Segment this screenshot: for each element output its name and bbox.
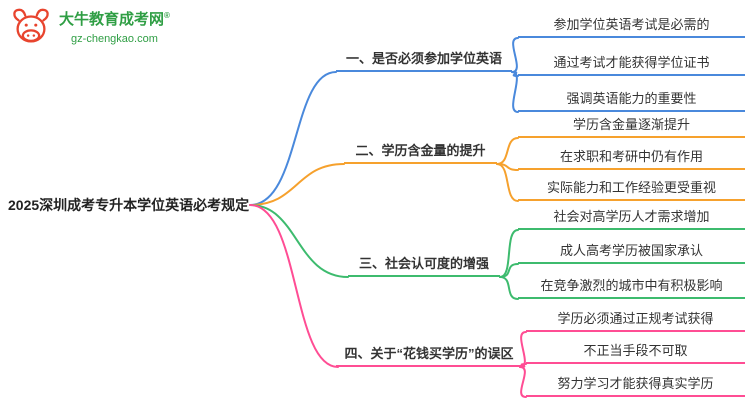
leaf-node: 在竞争激烈的城市中有积极影响 [518,277,745,299]
leaf-node: 强调英语能力的重要性 [518,90,745,112]
edge-root-branch-1 [249,71,337,206]
branch-node-2: 二、学历含金量的提升 [344,142,497,164]
leaf-node: 学历必须通过正规考试获得 [526,310,745,332]
logo-title: 大牛教育成考网® [59,11,170,28]
edge-branch1-leaf3 [511,71,519,113]
bull-logo-icon [13,8,49,43]
edge-branch1-leaf1 [511,37,519,73]
branch-node-4: 四、关于“花钱买学历”的误区 [336,345,522,367]
edge-branch3-leaf3 [499,276,519,300]
edge-root-branch-2 [249,163,345,206]
edge-branch3-leaf1 [499,229,519,278]
branch-node-1: 一、是否必须参加学位英语 [336,50,512,72]
mindmap-root-node: 2025深圳成考专升本学位英语必考规定 [8,197,250,213]
edge-root-branch-4 [249,204,339,368]
logo-url: gz-chengkao.com [71,33,158,45]
leaf-node: 学历含金量逐渐提升 [518,116,745,138]
leaf-node: 努力学习才能获得真实学历 [526,375,745,397]
edge-branch2-leaf3 [496,163,519,202]
branch-node-3: 三、社会认可度的增强 [348,255,500,277]
registered-mark: ® [164,11,170,20]
edge-root-branch-3 [249,204,349,278]
leaf-node: 参加学位英语考试是必需的 [518,16,745,38]
leaf-node: 通过考试才能获得学位证书 [518,54,745,76]
site-logo[interactable]: 大牛教育成考网® gz-chengkao.com [8,6,170,50]
leaf-node: 成人高考学历被国家承认 [518,242,745,264]
edge-branch2-leaf1 [496,137,519,165]
leaf-node: 在求职和考研中仍有作用 [518,148,745,170]
leaf-node: 社会对高学历人才需求增加 [518,208,745,230]
edge-branch4-leaf3 [519,366,527,398]
leaf-node: 不正当手段不可取 [526,342,745,364]
leaf-node: 实际能力和工作经验更受重视 [518,179,745,201]
